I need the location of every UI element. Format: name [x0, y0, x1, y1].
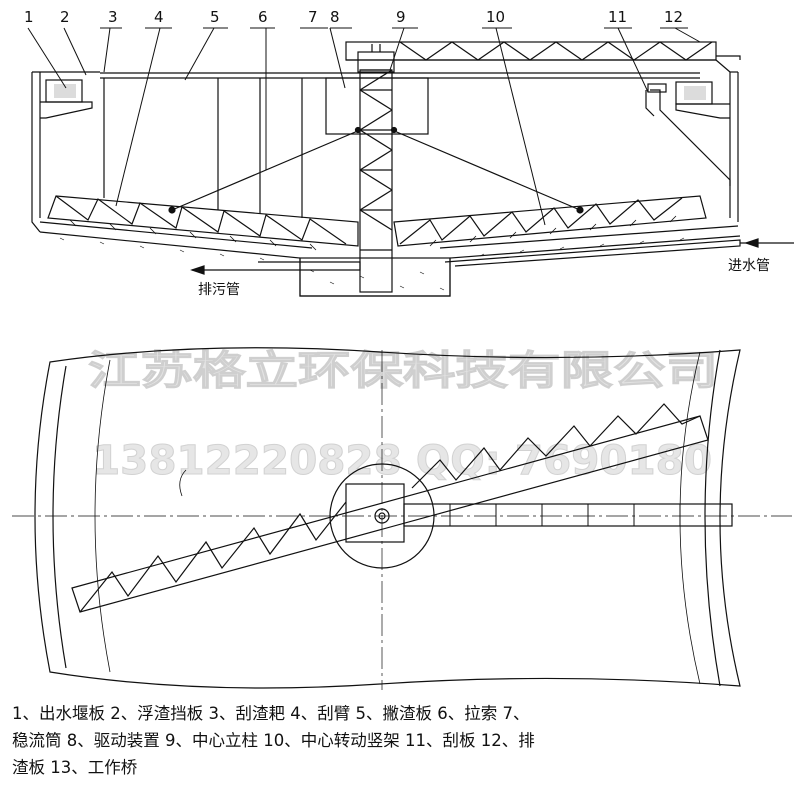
legend: 1、出水堰板 2、浮渣挡板 3、刮渣耙 4、刮臂 5、撇渣板 6、拉索 7、 稳… — [12, 700, 792, 781]
legend-line-1: 1、出水堰板 2、浮渣挡板 3、刮渣耙 4、刮臂 5、撇渣板 6、拉索 7、 — [12, 704, 530, 723]
label-3: 3 — [108, 8, 118, 26]
legend-line-3: 渣板 13、工作桥 — [12, 758, 138, 777]
watermark-contact: 13812220828 QQ: 7690180 — [92, 438, 712, 484]
label-9: 9 — [396, 8, 406, 26]
number-leaders — [27, 27, 701, 226]
label-8: 8 — [330, 8, 340, 26]
plan-view — [12, 347, 792, 690]
label-11: 11 — [608, 8, 627, 26]
label-7: 7 — [308, 8, 318, 26]
water-inlet-label: 进水管 — [728, 258, 770, 274]
label-4: 4 — [154, 8, 164, 26]
label-2: 2 — [60, 8, 70, 26]
plan-arm-truss — [79, 403, 701, 613]
label-12: 12 — [664, 8, 683, 26]
center-column-truss — [359, 69, 393, 251]
label-5: 5 — [210, 8, 220, 26]
watermark-company: 江苏格立环保科技有限公司 — [88, 347, 718, 394]
legend-line-2: 稳流筒 8、驱动装置 9、中心立柱 10、中心转动竖架 11、刮板 12、排 — [12, 731, 535, 750]
label-1: 1 — [24, 8, 34, 26]
sludge-outlet-label: 排污管 — [198, 282, 240, 298]
concrete-hatch — [59, 237, 685, 291]
number-labels: 1 2 3 4 5 6 7 8 9 10 11 12 — [24, 8, 683, 26]
label-6: 6 — [258, 8, 268, 26]
section-view — [27, 27, 794, 297]
label-10: 10 — [486, 8, 505, 26]
